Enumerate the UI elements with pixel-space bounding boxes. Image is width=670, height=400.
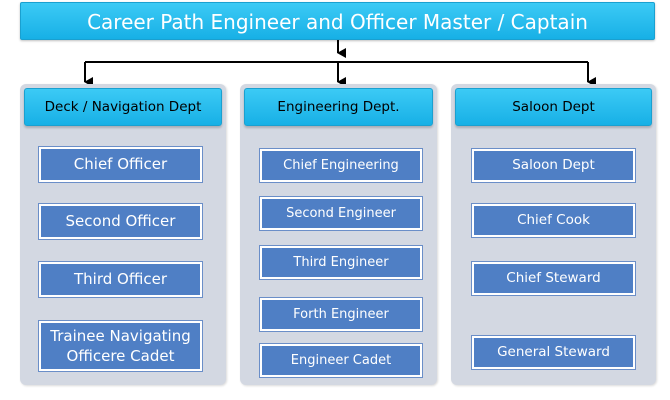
chart-title: Career Path Engineer and Officer Master … [20, 2, 655, 40]
dept-header-deck: Deck / Navigation Dept [24, 88, 222, 126]
dept-panel-engineering [240, 84, 437, 385]
role-chief-officer: Chief Officer [38, 146, 203, 183]
dept-header-saloon: Saloon Dept [455, 88, 652, 126]
dept-header-engineering: Engineering Dept. [244, 88, 433, 126]
role-second-officer: Second Officer [38, 203, 203, 240]
role-chief-engineering: Chief Engineering [259, 148, 423, 183]
role-forth-engineer: Forth Engineer [259, 297, 423, 332]
role-chief-cook: Chief Cook [471, 203, 636, 238]
role-third-officer: Third Officer [38, 261, 203, 298]
role-general-steward: General Steward [471, 335, 636, 370]
role-saloon-dept: Saloon Dept [471, 148, 636, 183]
role-engineer-cadet: Engineer Cadet [259, 343, 423, 378]
role-third-engineer: Third Engineer [259, 245, 423, 280]
role-chief-steward: Chief Steward [471, 261, 636, 296]
role-trainee-cadet: Trainee Navigating Officere Cadet [38, 320, 203, 372]
role-second-engineer: Second Engineer [259, 196, 423, 231]
